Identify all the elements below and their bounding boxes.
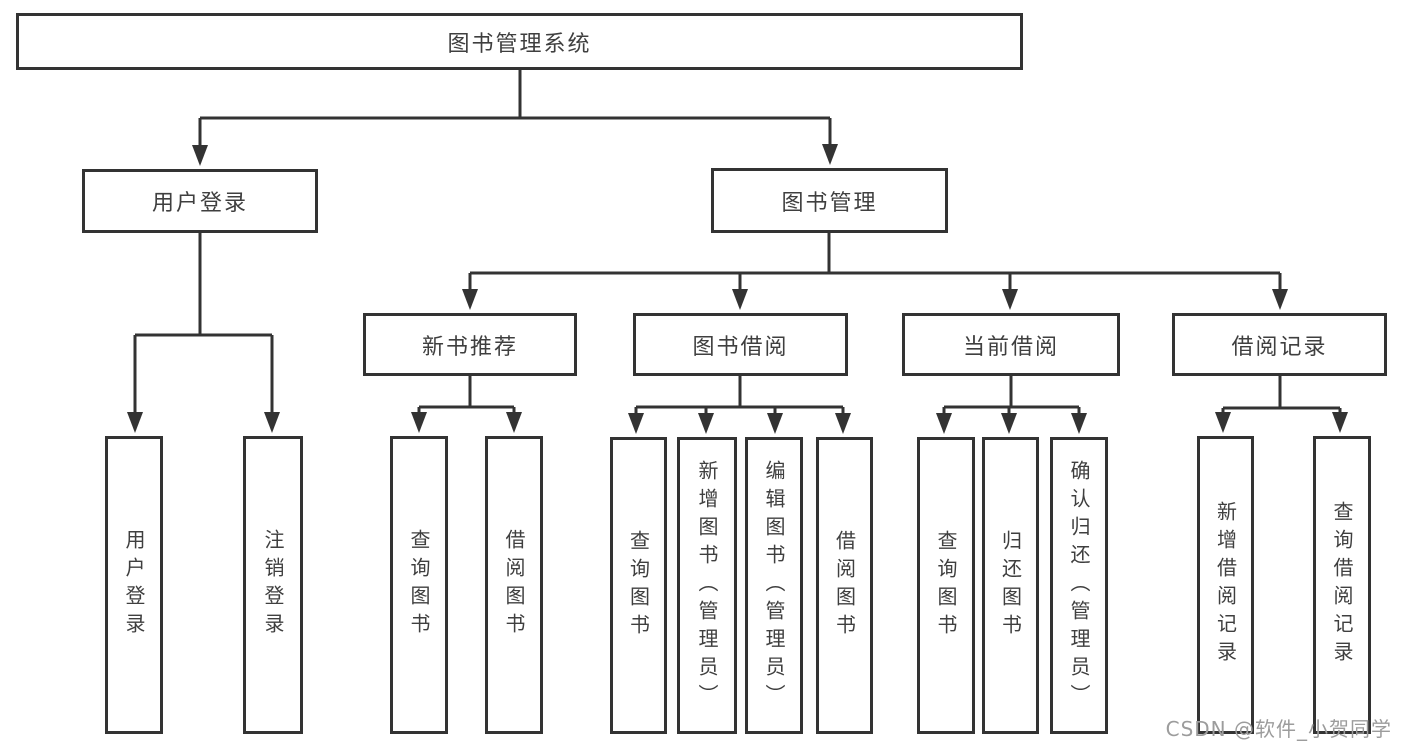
- leaf-user-login: 用户登录: [105, 436, 163, 734]
- leaf-borrow-books-label: 借阅图书: [832, 529, 857, 642]
- leaf-borrow-books-recommend: 借阅图书: [485, 436, 543, 734]
- leaf-query-books-current-label: 查询图书: [934, 529, 958, 642]
- node-user-login: 用户登录: [82, 169, 318, 233]
- node-book-management-system: 图书管理系统: [16, 13, 1023, 70]
- leaf-query-books-borrow: 查询图书: [610, 437, 667, 734]
- node-borrow-records: 借阅记录: [1172, 313, 1387, 376]
- leaf-confirm-return-admin-label: 确认归还（管理员）: [1067, 459, 1091, 712]
- leaf-return-books: 归还图书: [982, 437, 1039, 734]
- leaf-query-books-recommend-label: 查询图书: [407, 529, 431, 641]
- leaf-query-borrow-record-label: 查询借阅记录: [1330, 501, 1354, 669]
- leaf-logout: 注销登录: [243, 436, 303, 734]
- leaf-borrow-books-recommend-label: 借阅图书: [502, 529, 526, 641]
- leaf-add-borrow-record: 新增借阅记录: [1197, 436, 1254, 734]
- node-book-borrow: 图书借阅: [633, 313, 848, 376]
- leaf-return-books-label: 归还图书: [998, 529, 1023, 642]
- leaf-edit-books-admin-label: 编辑图书（管理员）: [762, 459, 786, 712]
- leaf-query-books-borrow-label: 查询图书: [626, 529, 651, 642]
- leaf-user-login-label: 用户登录: [122, 529, 146, 641]
- leaf-confirm-return-admin: 确认归还（管理员）: [1050, 437, 1108, 734]
- node-book-management: 图书管理: [711, 168, 948, 233]
- leaf-add-books-admin: 新增图书（管理员）: [677, 437, 737, 734]
- csdn-watermark: CSDN @软件_小贺同学: [1165, 717, 1392, 741]
- leaf-query-books-recommend: 查询图书: [390, 436, 448, 734]
- leaf-logout-label: 注销登录: [261, 529, 285, 641]
- node-current-borrow: 当前借阅: [902, 313, 1120, 376]
- leaf-add-books-admin-label: 新增图书（管理员）: [695, 459, 719, 712]
- leaf-query-books-current: 查询图书: [917, 437, 975, 734]
- leaf-query-borrow-record: 查询借阅记录: [1313, 436, 1371, 734]
- node-new-book-recommend: 新书推荐: [363, 313, 577, 376]
- leaf-borrow-books: 借阅图书: [816, 437, 873, 734]
- leaf-add-borrow-record-label: 新增借阅记录: [1213, 501, 1238, 669]
- leaf-edit-books-admin: 编辑图书（管理员）: [745, 437, 803, 734]
